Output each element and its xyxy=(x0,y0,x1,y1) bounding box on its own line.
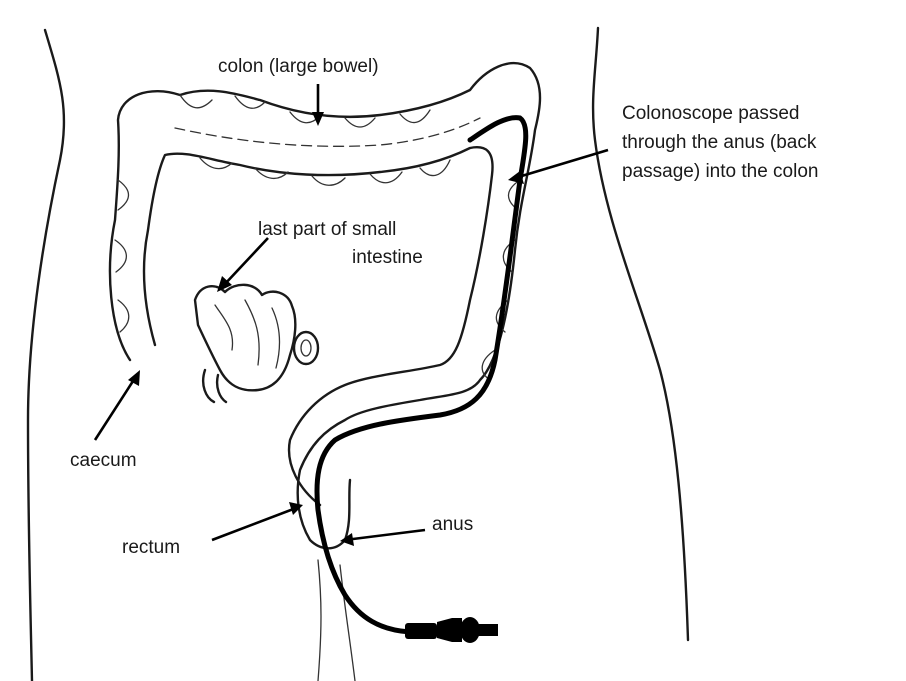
body-outline xyxy=(26,26,690,681)
label-anus: anus xyxy=(432,514,473,535)
arrow-colonoscope xyxy=(514,148,609,180)
label-colonoscope-line2: through the anus (back xyxy=(622,132,817,153)
label-arrows xyxy=(93,84,609,546)
colonoscope-handle-icon xyxy=(405,617,498,643)
colonoscope xyxy=(314,115,529,643)
label-colonoscope-line1: Colonoscope passed xyxy=(622,103,799,124)
colon-large-bowel xyxy=(108,62,542,550)
arrow-rectum xyxy=(211,506,297,542)
arrow-anus xyxy=(344,528,426,542)
label-colonoscope-line3: passage) into the colon xyxy=(622,161,818,182)
label-small-intestine-line1: last part of small xyxy=(258,219,396,240)
small-intestine xyxy=(193,283,320,404)
label-colon: colon (large bowel) xyxy=(218,56,379,77)
arrow-caecum xyxy=(93,377,137,441)
label-small-intestine-line2: intestine xyxy=(352,247,423,268)
label-caecum: caecum xyxy=(70,450,137,471)
label-rectum: rectum xyxy=(122,537,180,558)
arrow-small-intestine xyxy=(223,237,269,286)
labels: colon (large bowel) Colonoscope passed t… xyxy=(70,56,818,558)
